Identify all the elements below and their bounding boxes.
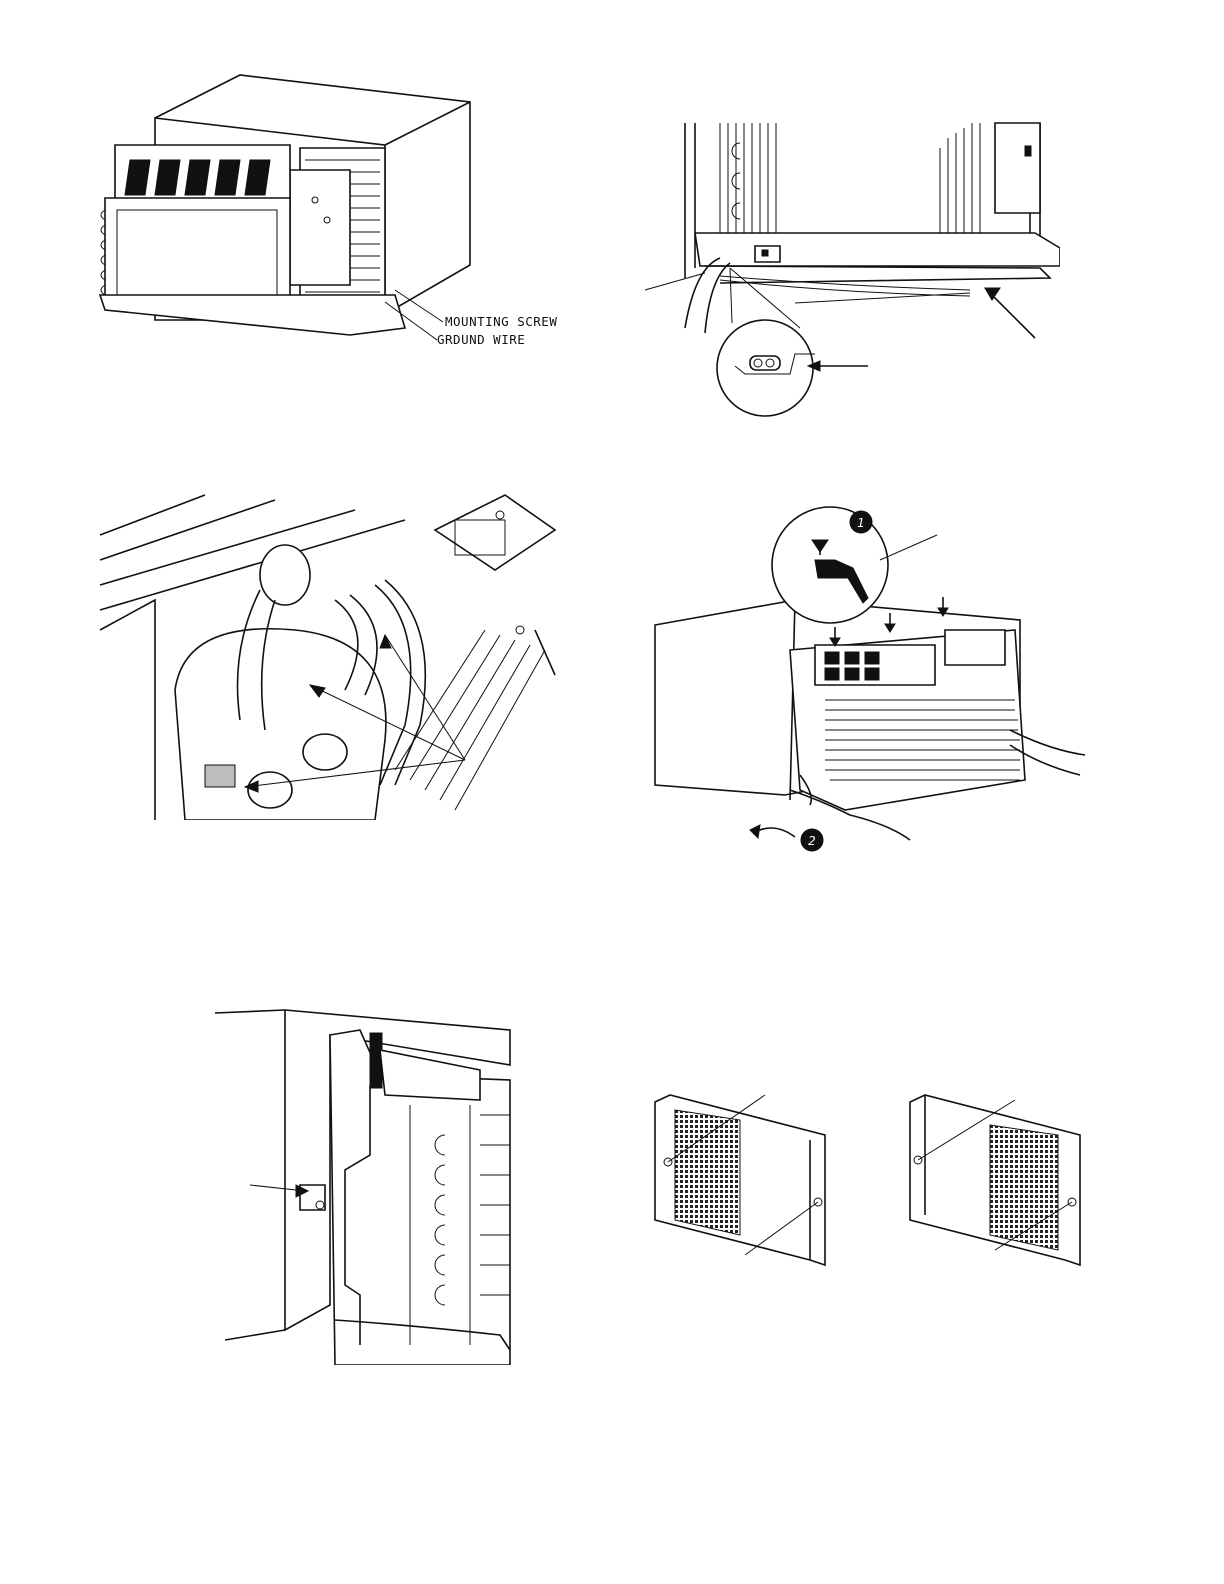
chassis-illustration: MOUNTING SCREW GRDUND WIRE <box>95 70 565 355</box>
base-pan-illustration <box>640 118 1060 423</box>
figure-side-panel-bracket <box>210 1005 530 1365</box>
mounting-screw-label: MOUNTING SCREW <box>445 314 557 329</box>
figure-filter-panels <box>650 1090 1090 1275</box>
side-panel-illustration <box>210 1005 530 1365</box>
step-1-marker: 1 <box>857 516 865 530</box>
figure-base-pan-detail <box>640 118 1060 423</box>
figure-chassis-mounting-screw: MOUNTING SCREW GRDUND WIRE <box>95 70 565 355</box>
step-2-marker: 2 <box>808 834 816 848</box>
ground-wire-label: GRDUND WIRE <box>437 332 525 347</box>
front-grille-illustration: 1 2 <box>640 500 1090 860</box>
compressor-illustration <box>95 490 565 820</box>
filter-panels-illustration <box>650 1090 1090 1275</box>
figure-front-grille-removal: 1 2 <box>640 500 1090 860</box>
figure-compressor-detail <box>95 490 565 820</box>
